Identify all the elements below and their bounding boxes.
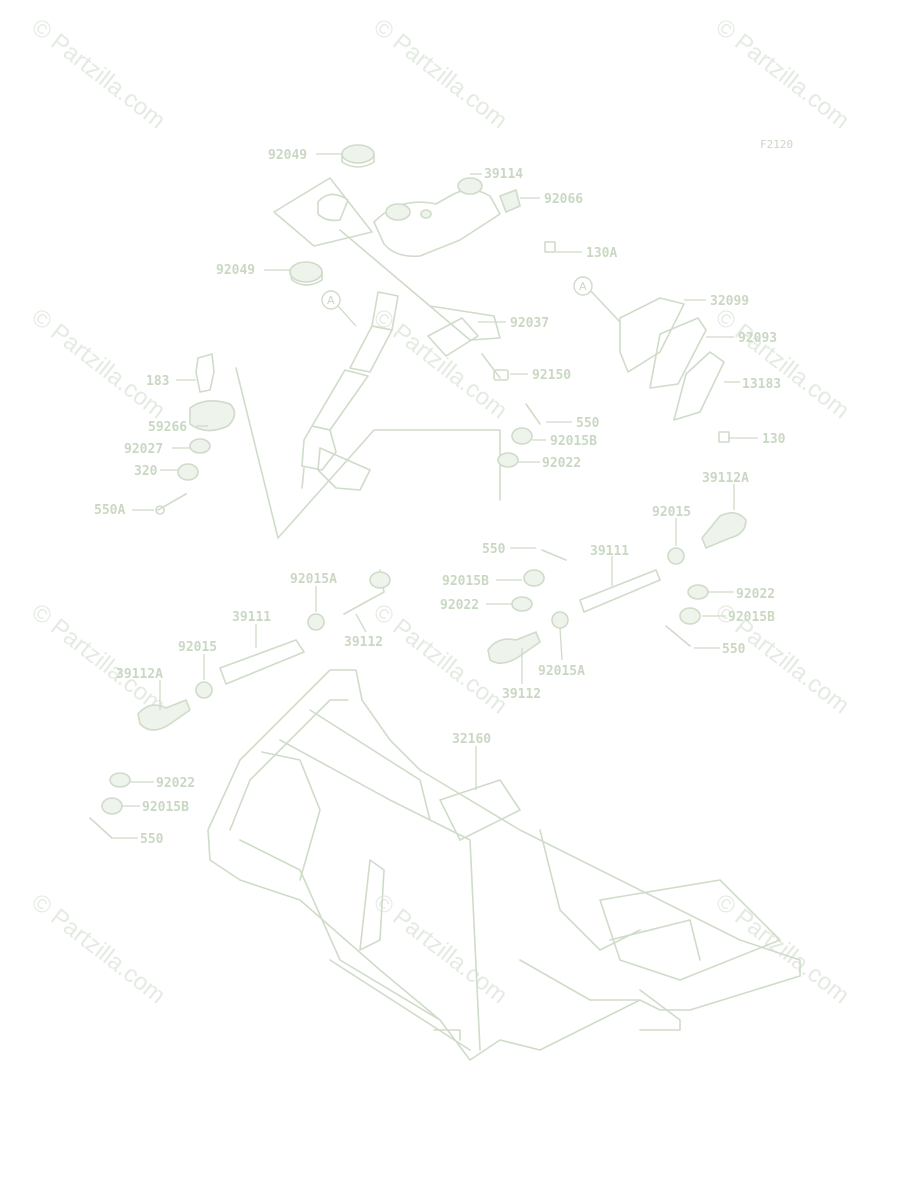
part-label: 13183 (742, 377, 781, 392)
part-label: 92027 (124, 442, 163, 457)
part-label: 183 (146, 374, 169, 389)
part-label: 39112 (502, 687, 541, 702)
part-label: 92015B (550, 434, 597, 449)
part-label: 92049 (268, 148, 307, 163)
watermark: © Partzilla.com (26, 303, 170, 424)
watermark: © Partzilla.com (368, 888, 512, 1009)
part-label: 39111 (232, 610, 271, 625)
watermark: © Partzilla.com (26, 598, 170, 719)
part-label: 92049 (216, 263, 255, 278)
part-label: 130 (762, 432, 786, 447)
part-label: 92015B (728, 610, 775, 625)
tie-rod-assemblies (89, 512, 747, 839)
left-small-parts (155, 353, 501, 539)
callout-letter: A (579, 280, 587, 293)
part-label: 130A (586, 246, 617, 261)
watermark-layer: © Partzilla.com © Partzilla.com © Partzi… (26, 13, 854, 1009)
part-labels: 92049 39114 92066 92049 130A 32099 92037… (94, 148, 786, 847)
callout-letter: A (327, 294, 335, 307)
part-label: 39112A (116, 667, 163, 682)
watermark: © Partzilla.com (26, 13, 170, 134)
part-label: 32160 (452, 732, 491, 747)
part-label: 92015 (652, 505, 691, 520)
part-label: 550A (94, 503, 125, 518)
callout-a-upper: A (321, 290, 357, 327)
callout-a-right: A (573, 276, 593, 296)
part-label: 92022 (156, 776, 195, 791)
figure-code: F2120 (760, 138, 793, 151)
right-upper-parts (497, 241, 730, 468)
part-label: 92015B (142, 800, 189, 815)
bearing-race-mid (289, 261, 323, 283)
bearing-race-top (341, 144, 375, 164)
watermark: © Partzilla.com (26, 888, 170, 1009)
part-label: 92015A (538, 664, 585, 679)
part-label: 550 (482, 542, 506, 557)
part-label: 32099 (710, 294, 749, 309)
frame-32160 (207, 669, 801, 1061)
part-label: 39112 (344, 635, 383, 650)
watermark: © Partzilla.com (710, 303, 854, 424)
part-label: 92022 (736, 587, 775, 602)
part-label: 92150 (532, 368, 571, 383)
watermark: © Partzilla.com (710, 888, 854, 1009)
steering-stem-assembly (273, 144, 521, 491)
part-label: 92015 (178, 640, 217, 655)
part-label: 39112A (702, 471, 749, 486)
part-label: 92015B (442, 574, 489, 589)
part-label: 39111 (590, 544, 629, 559)
part-label: 39114 (484, 167, 523, 182)
part-label: 92066 (544, 192, 583, 207)
part-label: 550 (140, 832, 164, 847)
part-label: 92093 (738, 331, 777, 346)
leader-lines (112, 153, 758, 839)
watermark: © Partzilla.com (710, 13, 854, 134)
watermark: © Partzilla.com (368, 13, 512, 134)
part-label: 92022 (542, 456, 581, 471)
part-label: 92022 (440, 598, 479, 613)
part-label: 550 (722, 642, 746, 657)
part-label: 92015A (290, 572, 337, 587)
part-label: 59266 (148, 420, 187, 435)
part-label: 550 (576, 416, 600, 431)
part-label: 320 (134, 464, 158, 479)
part-label: 92037 (510, 316, 549, 331)
